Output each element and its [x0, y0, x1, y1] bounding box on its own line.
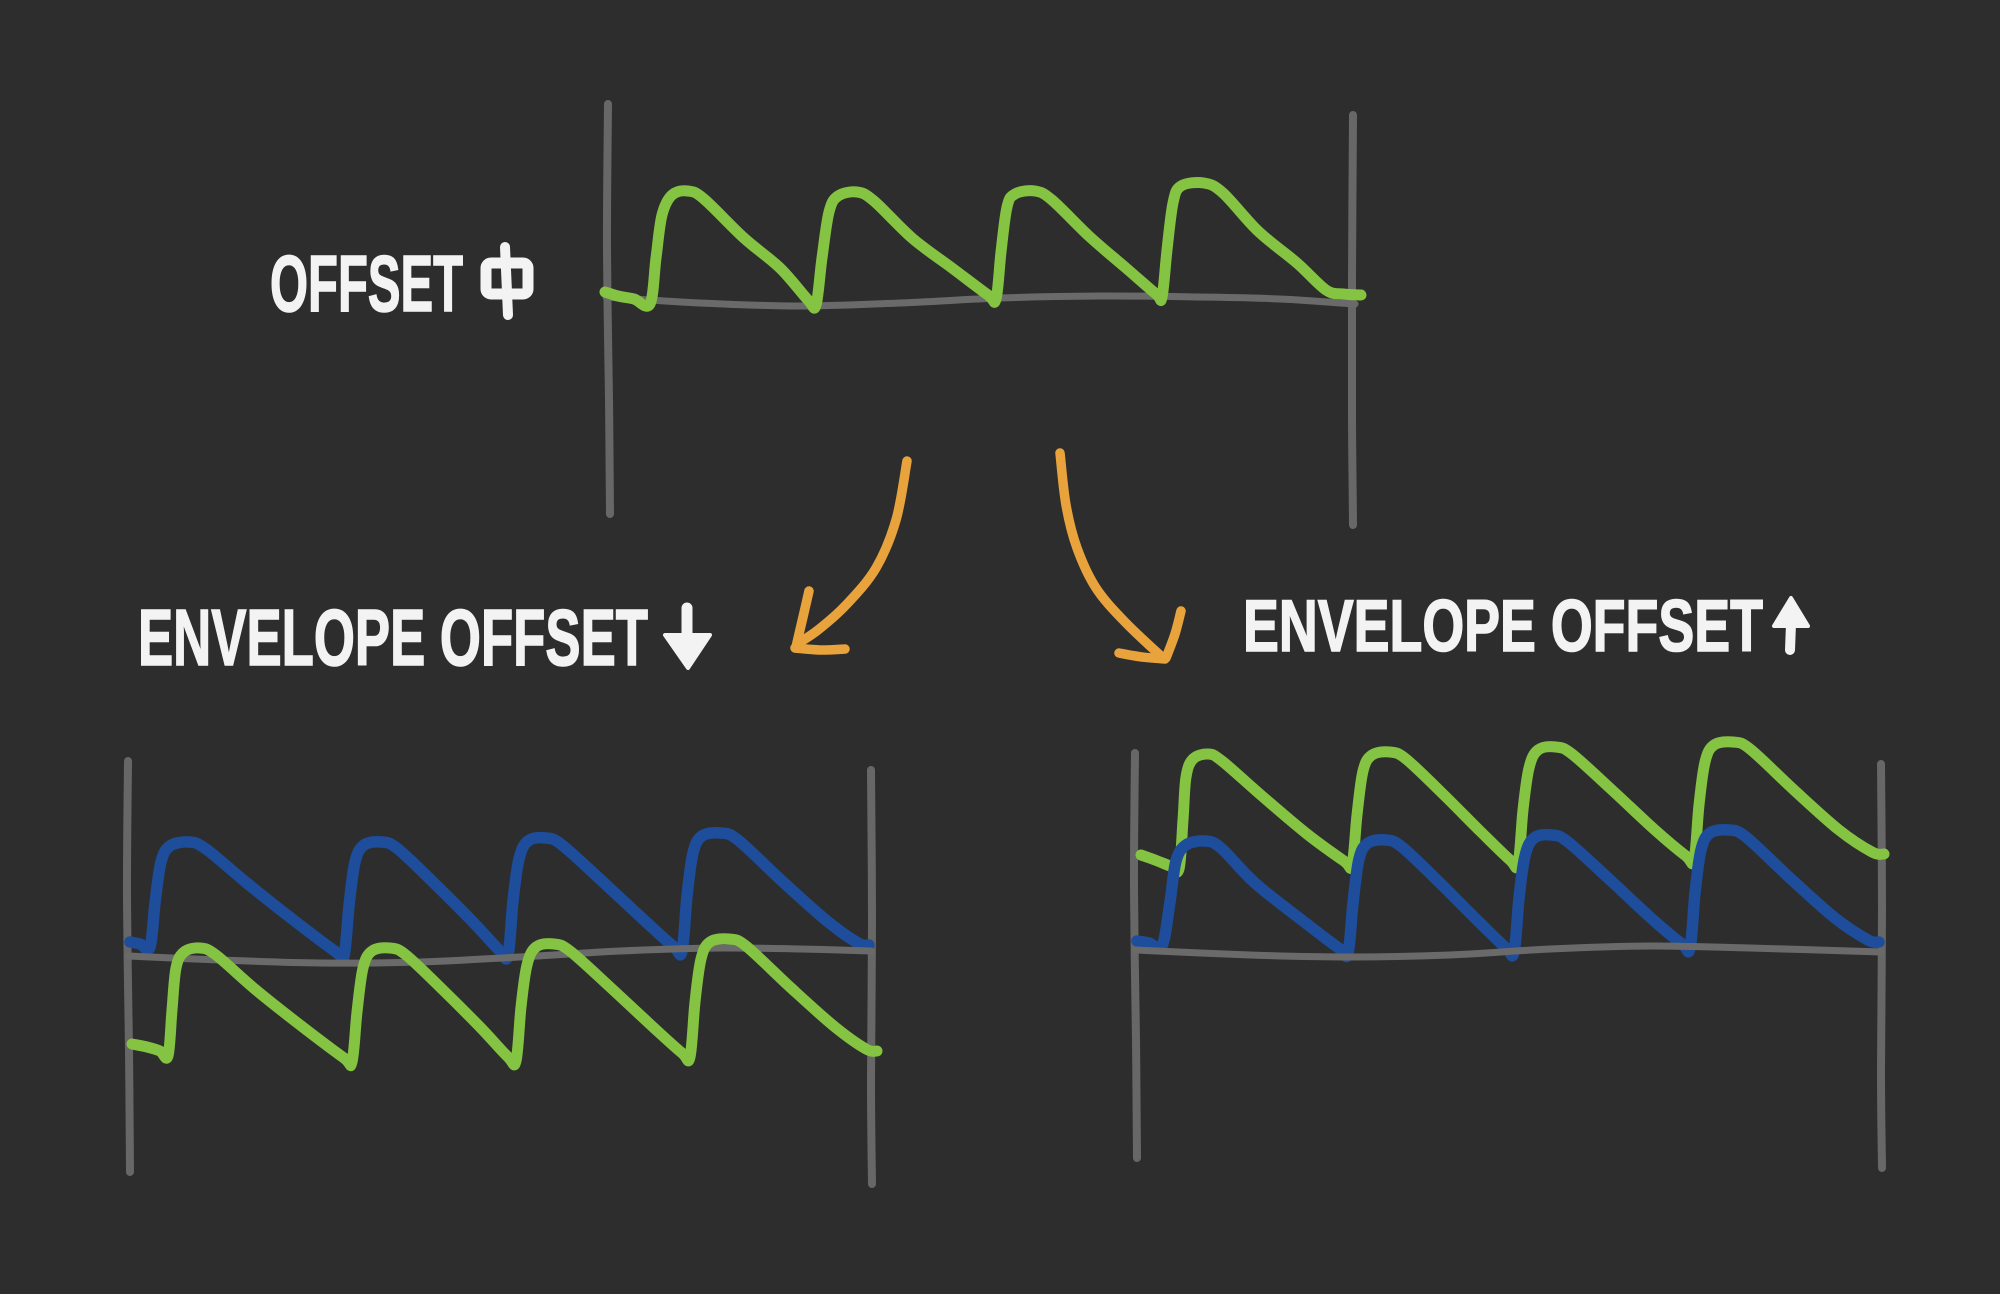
svg-text:OFFSET: OFFSET: [270, 239, 463, 328]
svg-text:ENVELOPE OFFSET: ENVELOPE OFFSET: [138, 593, 648, 682]
svg-text:ENVELOPE OFFSET: ENVELOPE OFFSET: [1243, 586, 1763, 667]
